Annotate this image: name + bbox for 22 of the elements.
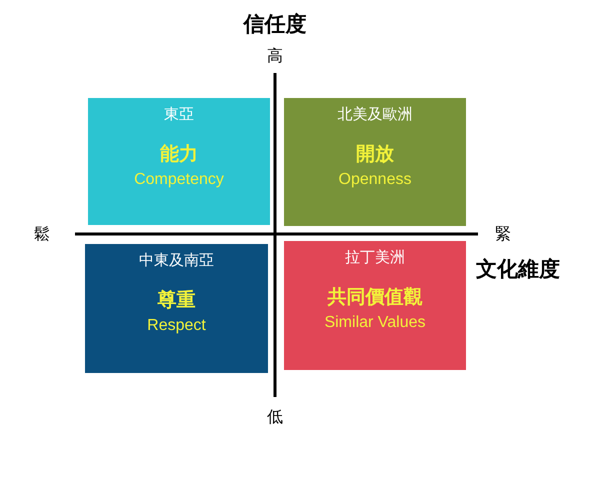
trust-factor-english-label: Competency [133,171,225,190]
trust-factor-english-label: Similar Values [323,314,427,332]
quadrant-box [284,98,466,226]
trust-factor-english-label: Respect [146,317,207,336]
quadrant-box [284,241,466,370]
axis-title: 信任度 [244,13,306,38]
axis-end-label: 低 [267,409,283,428]
axis-end-label: 鬆 [34,226,50,244]
trust-factor-english-label: Openness [338,171,412,190]
region-label: 東亞 [163,106,195,124]
trust-factor-label: 能力 [159,144,199,166]
axis-end-label: 高 [267,48,283,66]
region-label: 拉丁美洲 [344,249,406,266]
quadrant-box [88,98,270,225]
axis-title: 文化維度 [476,258,560,282]
trust-factor-label: 開放 [355,144,395,166]
trust-factor-label: 共同價值觀 [326,287,424,309]
trust-factor-label: 尊重 [156,290,196,312]
region-label: 北美及歐洲 [336,106,414,124]
region-label: 中東及南亞 [138,252,215,270]
quadrant-box [85,244,268,373]
axis-end-label: 緊 [495,226,511,244]
